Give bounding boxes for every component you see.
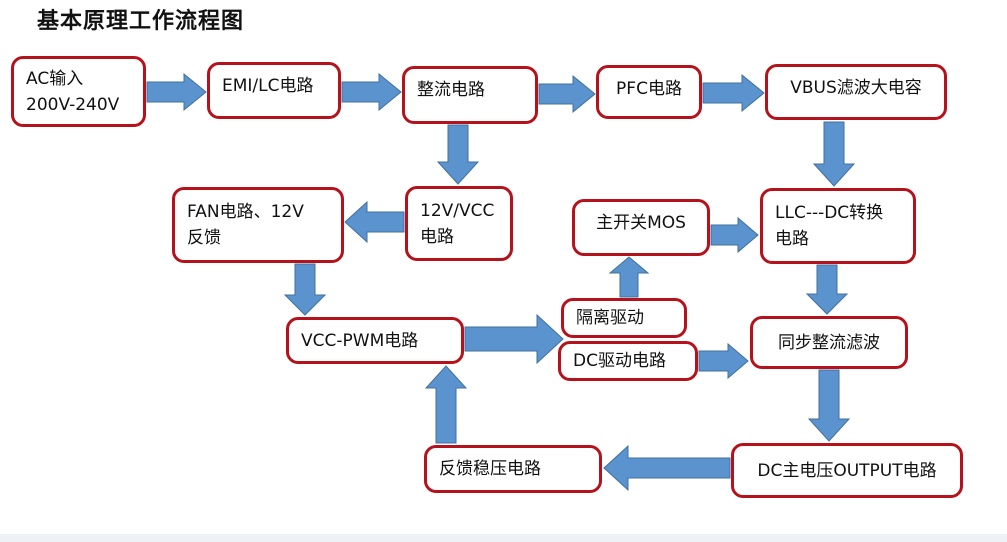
node-sync-rectifier: 同步整流滤波	[750, 316, 908, 369]
node-label: 隔离驱动	[576, 308, 644, 328]
node-llc-dc: LLC---DC转换 电路	[760, 188, 916, 264]
arrow-vcc-pwm-to-isolation-drive	[464, 313, 564, 365]
node-12v-vcc: 12V/VCC 电路	[405, 186, 513, 261]
node-label: AC输入 200V-240V	[26, 68, 120, 115]
arrow-emi-lc-to-rectifier	[341, 72, 402, 112]
node-vbus: VBUS滤波大电容	[765, 64, 947, 120]
node-rectifier: 整流电路	[402, 66, 538, 124]
node-pfc: PFC电路	[596, 65, 702, 119]
arrow-pfc-to-vbus	[702, 73, 765, 113]
arrow-vcc12-to-fan	[344, 200, 405, 244]
node-label: 12V/VCC 电路	[420, 200, 495, 247]
arrow-rectifier-to-pfc	[538, 74, 596, 114]
node-label: 主开关MOS	[596, 213, 686, 233]
node-label: DC主电压OUTPUT电路	[757, 460, 937, 481]
node-isolation-drive: 隔离驱动	[561, 298, 687, 338]
arrow-isolation-drive-to-main-mos	[608, 256, 650, 298]
node-label: LLC---DC转换 电路	[775, 203, 884, 249]
node-dc-output: DC主电压OUTPUT电路	[731, 443, 963, 498]
arrow-llc-to-sync-rect	[805, 264, 849, 315]
node-dc-drive: DC驱动电路	[558, 341, 698, 381]
arrow-feedback-to-vcc-pwm	[424, 365, 468, 444]
arrow-main-mos-to-llc	[710, 216, 759, 254]
arrow-dc-drive-to-sync-rect	[698, 342, 749, 380]
node-label: VBUS滤波大电容	[790, 78, 922, 98]
node-label: 同步整流滤波	[778, 332, 880, 353]
node-label: EMI/LC电路	[222, 76, 314, 96]
node-emi-lc: EMI/LC电路	[207, 62, 341, 119]
node-label: PFC电路	[616, 79, 682, 99]
node-label: FAN电路、12V 反馈	[187, 202, 304, 248]
arrow-ac-input-to-emi-lc	[146, 72, 207, 112]
bottom-strip	[0, 534, 1007, 542]
node-label: 整流电路	[417, 80, 485, 100]
arrow-vbus-to-llc	[812, 121, 856, 187]
node-ac-input: AC输入 200V-240V	[11, 56, 146, 127]
node-feedback-regulator: 反馈稳压电路	[424, 445, 602, 493]
node-label: VCC-PWM电路	[301, 330, 419, 351]
node-fan-feedback: FAN电路、12V 反馈	[172, 187, 344, 263]
arrow-fan-to-vcc-pwm	[283, 263, 327, 316]
node-main-mos: 主开关MOS	[572, 199, 710, 256]
diagram-title: 基本原理工作流程图	[37, 9, 245, 34]
arrow-sync-rect-to-dc-output	[807, 369, 851, 442]
node-vcc-pwm: VCC-PWM电路	[286, 317, 464, 364]
arrow-rectifier-to-vcc12	[436, 124, 480, 185]
node-label: DC驱动电路	[573, 351, 666, 371]
node-label: 反馈稳压电路	[439, 459, 541, 479]
arrow-dc-output-to-feedback	[603, 444, 731, 492]
